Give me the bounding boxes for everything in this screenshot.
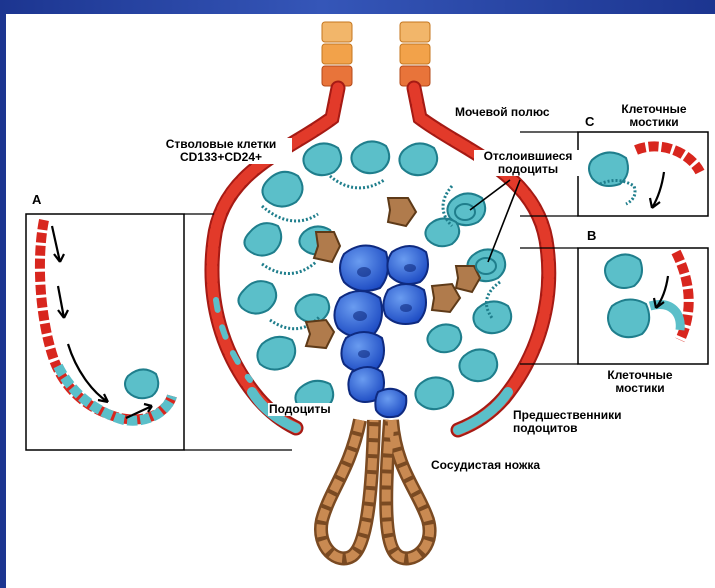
cell-bridges-top-label: Клеточные мостики [610, 103, 698, 129]
detached-podocytes-label: Отслоившиеся подоциты [474, 150, 582, 176]
cell-bridges-bottom-line2: мостики [595, 382, 685, 395]
stem-cells-label-line2: CD133+CD24+ [151, 151, 291, 164]
podocyte-precursors-line2: подоцитов [513, 422, 621, 435]
detached-podocytes [455, 204, 496, 274]
panel-letter-b: B [587, 228, 596, 243]
urinary-pole-label: Мочевой полюс [454, 106, 551, 119]
podocyte-precursors-label: Предшественники подоцитов [512, 409, 622, 435]
cell-bridges-bottom-label: Клеточные мостики [594, 369, 686, 395]
endothelial-cells [334, 245, 428, 417]
podocytes-label: Подоциты [268, 403, 332, 416]
stem-cells-label: Стволовые клетки CD133+CD24+ [150, 138, 292, 164]
panel-letter-c: C [585, 114, 594, 129]
tubule-cells [322, 22, 430, 86]
cell-bridges-top-line2: мостики [611, 116, 697, 129]
detached-podocytes-line2: подоциты [475, 163, 581, 176]
vascular-stalk-label: Сосудистая ножка [430, 459, 541, 472]
vascular-stalk [321, 420, 430, 558]
panel-letter-a: A [32, 192, 41, 207]
